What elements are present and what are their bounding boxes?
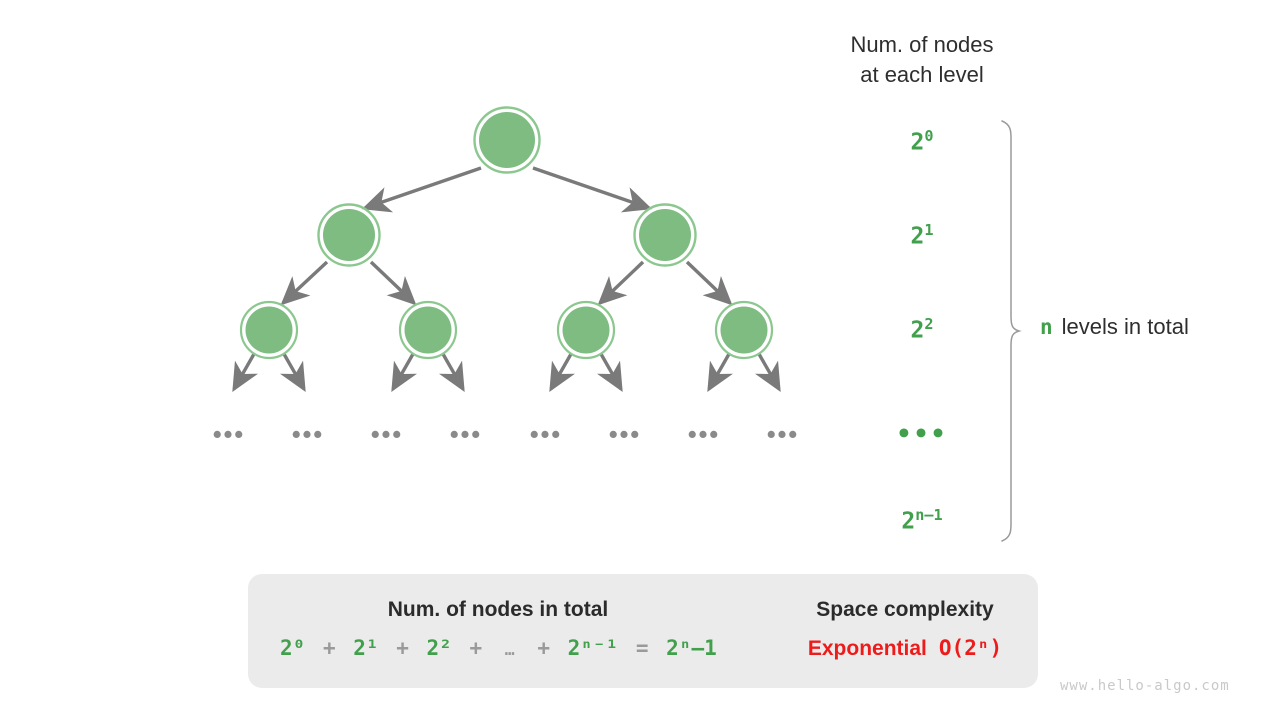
level-count-2-base: 2 [910,317,925,344]
tree-ellipsis-3: ••• [370,420,404,449]
tree-node-level1-left [317,203,381,267]
total-levels-text: levels in total [1061,314,1189,339]
formula-plus-1: + [322,636,336,660]
tree-ellipsis-2: ••• [291,420,325,449]
legend-title: Num. of nodes at each level [782,30,1062,90]
level-count-1-exp: 1 [924,221,934,239]
complexity-word: Exponential [807,637,927,660]
formula-plus-4: + [537,636,550,660]
tree-node-level2-2 [398,300,458,360]
tree-ellipsis-8: ••• [766,420,800,449]
summary-space-complexity-value: Exponential O(2ⁿ) [790,636,1020,661]
level-count-1-base: 2 [910,223,925,250]
summary-panel [248,574,1038,688]
level-count-0: 20 [842,127,1002,156]
formula-plus-3: + [469,636,483,660]
tree-ellipsis-4: ••• [449,420,483,449]
level-count-last-exp: n–1 [915,506,943,524]
tree-node-level1-right [633,203,697,267]
legend-title-line1: Num. of nodes [850,32,994,57]
summary-total-nodes-heading: Num. of nodes in total [387,598,609,621]
formula-term-1: 2¹ [353,636,379,660]
tree-nodes [239,106,774,360]
formula-term-0: 2⁰ [280,636,306,660]
tree-ellipsis-6: ••• [608,420,642,449]
tree-node-level2-3 [556,300,616,360]
tree-ellipsis-7: ••• [687,420,721,449]
level-count-1: 21 [842,221,1002,250]
tree-node-level2-4 [714,300,774,360]
level-count-last-base: 2 [901,508,916,535]
tree-ellipsis-5: ••• [529,420,563,449]
level-count-2-exp: 2 [924,315,934,333]
complexity-notation: O(2ⁿ) [938,636,1003,660]
formula-equals: = [635,636,649,660]
level-count-last: 2n–1 [842,506,1002,535]
formula-ellipsis: … [504,640,515,659]
total-levels-caption: n levels in total [1040,314,1189,340]
summary-space-complexity-heading: Space complexity [816,598,994,621]
summary-total-nodes: Num. of nodes in total 2⁰ + 2¹ + 2² + … … [280,598,717,660]
formula-plus-2: + [396,636,409,660]
tree-edges [232,166,781,392]
tree-node-root [473,106,541,174]
level-count-2: 22 [842,315,1002,344]
formula-result: 2ⁿ–1 [666,636,717,660]
level-count-0-base: 2 [910,129,925,156]
formula-term-4: 2ⁿ⁻¹ [567,636,619,660]
tree-node-level2-1 [239,300,299,360]
level-count-ellipsis-base: ••• [896,419,948,448]
level-count-ellipsis: ••• [842,419,1002,448]
formula-term-2: 2² [426,636,452,660]
legend-title-line2: at each level [860,62,984,87]
levels-brace [1001,120,1022,542]
summary-space-complexity: Space complexity Exponential O(2ⁿ) [790,598,1020,661]
tree-ellipsis-1: ••• [212,420,246,449]
summary-total-nodes-formula: 2⁰ + 2¹ + 2² + … + 2ⁿ⁻¹ = 2ⁿ–1 [280,636,717,660]
watermark: www.hello-algo.com [1060,678,1230,694]
total-levels-symbol: n [1040,315,1053,339]
level-count-0-exp: 0 [924,127,934,145]
